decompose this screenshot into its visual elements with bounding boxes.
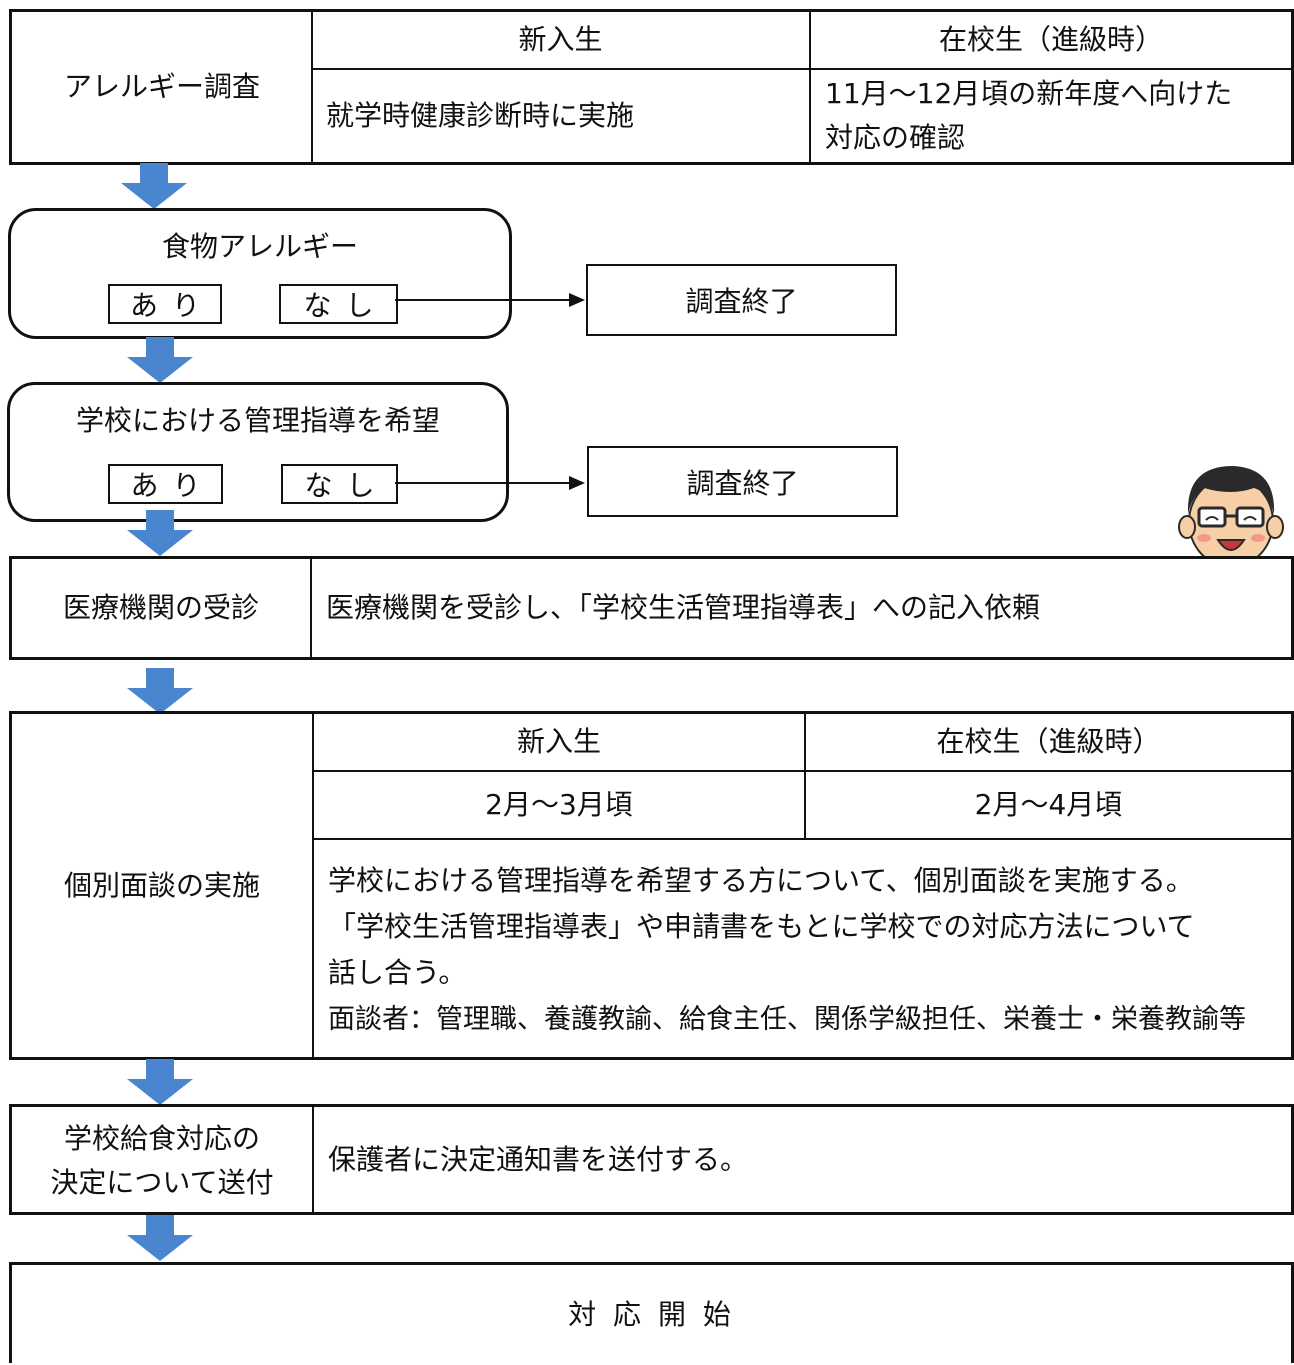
down-arrow-icon — [127, 337, 193, 383]
interview-line2: 「学校生活管理指導表」や申請書をもとに学校での対応方法について — [328, 910, 1195, 943]
interview-description: 学校における管理指導を希望する方について、個別面談を実施する。 「学校生活管理指… — [328, 858, 1288, 1044]
lunch-text: 保護者に決定通知書を送付する。 — [328, 1142, 749, 1176]
guidance-box: 学校における管理指導を希望 あり なし — [7, 382, 509, 522]
medical-row: 医療機関の受診 医療機関を受診し、「学校生活管理指導表」への記入依頼 — [9, 556, 1294, 660]
food-allergy-yes: あり — [108, 284, 222, 324]
down-arrow-icon — [127, 668, 193, 714]
survey-new-text: 就学時健康診断時に実施 — [326, 99, 635, 132]
survey-title: アレルギー調査 — [63, 70, 260, 103]
survey-current-text: 11月～12月頃の新年度へ向けた 対応の確認 — [811, 72, 1291, 162]
down-arrow-icon — [127, 510, 193, 556]
medical-label: 医療機関の受診 — [62, 591, 259, 624]
survey-col-new: 新入生 — [518, 23, 603, 56]
down-arrow-icon — [127, 1215, 193, 1261]
guidance-yes: あり — [108, 464, 223, 504]
lunch-label-line1: 学校給食対応の — [63, 1122, 260, 1155]
interview-label: 個別面談の実施 — [63, 868, 260, 902]
start-text: 対 応 開 始 — [568, 1298, 735, 1331]
down-arrow-icon — [121, 163, 187, 209]
food-allergy-no: なし — [279, 284, 398, 324]
lunch-row: 学校給食対応の 決定について送付 保護者に決定通知書を送付する。 — [9, 1104, 1294, 1215]
survey-table: アレルギー調査 新入生 在校生（進級時） 就学時健康診断時に実施 11月～12月… — [9, 9, 1294, 165]
lunch-label-line2: 決定について送付 — [50, 1166, 274, 1199]
survey-col-current: 在校生（進級時） — [938, 23, 1163, 56]
interview-table: 個別面談の実施 新入生 在校生（進級時） 2月～3月頃 2月～4月頃 学校におけ… — [9, 711, 1294, 1060]
right-arrow-icon — [395, 476, 585, 490]
guidance-title: 学校における管理指導を希望 — [75, 404, 440, 437]
survey-current-line1: 11月～12月頃の新年度へ向けた — [825, 77, 1233, 110]
survey-current-line2: 対応の確認 — [825, 121, 966, 154]
interview-line1: 学校における管理指導を希望する方について、個別面談を実施する。 — [328, 864, 1194, 897]
guidance-end: 調査終了 — [587, 446, 898, 517]
food-allergy-end: 調査終了 — [586, 264, 897, 336]
food-allergy-title: 食物アレルギー — [161, 230, 358, 263]
interview-current-period: 2月～4月頃 — [974, 788, 1123, 821]
interview-col-new: 新入生 — [516, 725, 601, 758]
food-allergy-box: 食物アレルギー あり なし — [8, 208, 512, 339]
interview-new-period: 2月～3月頃 — [485, 788, 633, 821]
start-box: 対 応 開 始 — [9, 1262, 1294, 1363]
medical-text: 医療機関を受診し、「学校生活管理指導表」への記入依頼 — [326, 591, 1041, 624]
guidance-no: なし — [281, 464, 398, 504]
interview-col-current: 在校生（進級時） — [936, 725, 1161, 758]
right-arrow-icon — [395, 293, 585, 307]
interview-line4: 面談者：管理職、養護教諭、給食主任、関係学級担任、栄養士・栄養教諭等 — [328, 1004, 1246, 1035]
lunch-label: 学校給食対応の 決定について送付 — [12, 1117, 312, 1212]
down-arrow-icon — [127, 1059, 193, 1105]
interview-line3: 話し合う。 — [328, 956, 467, 989]
